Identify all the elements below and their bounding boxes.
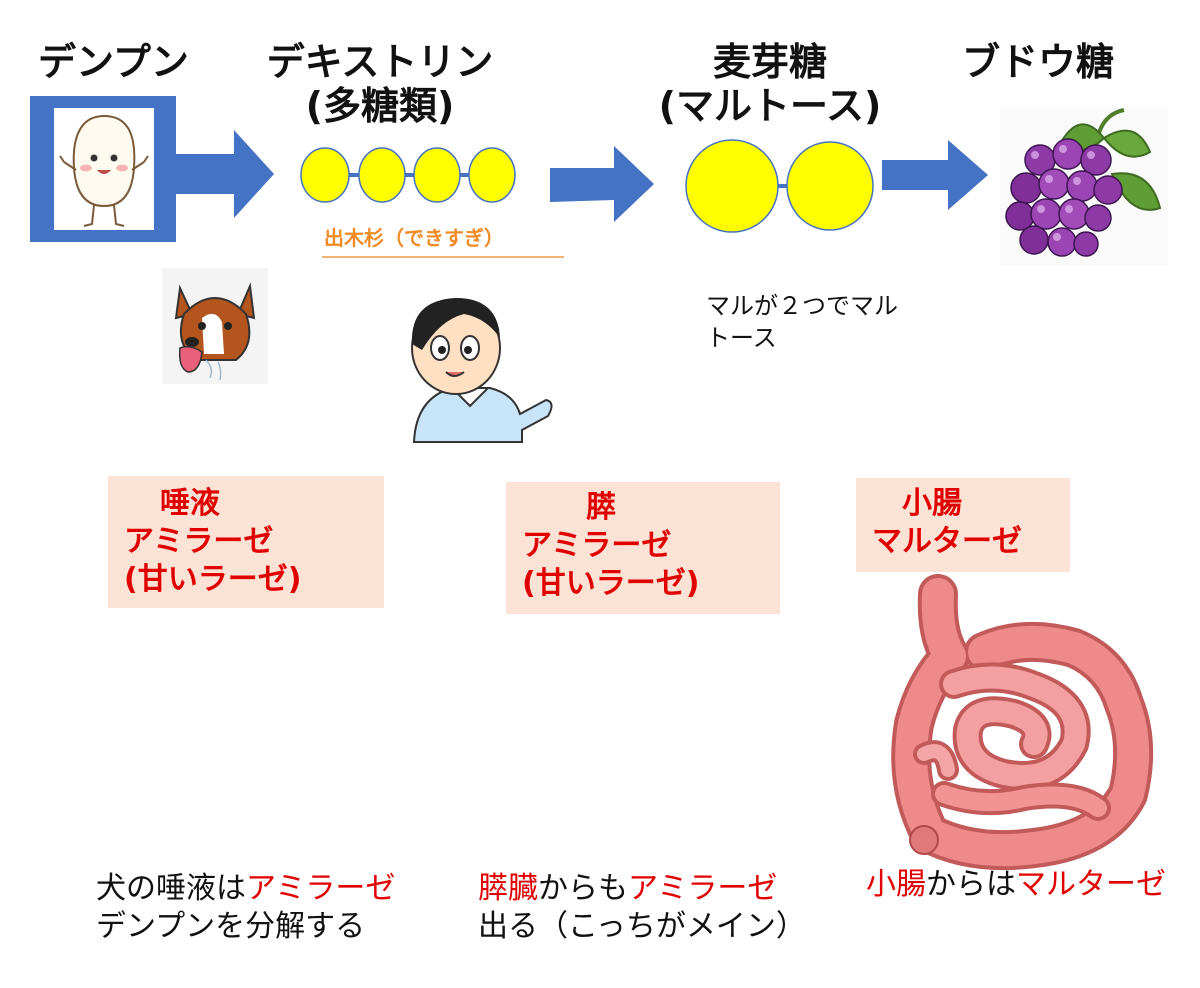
rice-grain-character-icon [59, 114, 149, 227]
caption-dog-line1: 犬の唾液はアミラーゼ [96, 870, 395, 908]
caption-dog-line2: デンプンを分解する [96, 909, 366, 944]
caption-intestine-text: からは [926, 867, 1016, 902]
dog-icon [174, 282, 256, 381]
maltose-note-line1: マルが２つでマル [706, 292, 898, 320]
enzyme-box-pancreatic-amylase: 膵 アミラーゼ (甘いラーゼ) [506, 482, 780, 614]
caption-intestine-organ: 小腸 [866, 867, 926, 902]
enzyme-salivary-line3: (甘いラーゼ) [124, 562, 302, 597]
stage-dextrin-label: デキストリン (多糖類) [250, 40, 510, 128]
stage-starch-label: デンプン [38, 40, 189, 84]
starch-rice-box [30, 96, 176, 242]
caption-pancreas-line2: 出る（こっちがメイン） [478, 909, 806, 944]
enzyme-salivary-line2: アミラーゼ [124, 524, 274, 559]
small-intestine-icon [891, 574, 1154, 871]
maltose-note: マルが２つでマル トース [706, 290, 898, 354]
caption-pancreas-text: からも [538, 871, 628, 906]
enzyme-box-maltase: 小腸 マルターゼ [856, 478, 1070, 572]
caption-pancreas: 膵臓からもアミラーゼ 出る（こっちがメイン） [478, 870, 806, 946]
arrow-maltose-to-glucose-icon [882, 140, 988, 210]
caption-dog-saliva: 犬の唾液はアミラーゼ デンプンを分解する [96, 870, 395, 946]
stage-maltose-label: 麦芽糖 (マルトース) [640, 40, 900, 128]
caption-dog-text: 犬の唾液は [96, 871, 246, 906]
maltose-two-balls-icon [685, 139, 874, 233]
caption-intestine-maltase: マルターゼ [1016, 867, 1166, 902]
dekisugi-boy-icon [411, 298, 553, 443]
caption-pancreas-amylase: アミラーゼ [628, 871, 778, 906]
stage-maltose-sub: (マルトース) [658, 84, 882, 128]
maltose-note-line2: トース [706, 324, 777, 352]
enzyme-box-salivary-amylase: 唾液 アミラーゼ (甘いラーゼ) [108, 476, 384, 608]
arrow-starch-to-dextrin-icon [176, 130, 274, 218]
stage-dextrin-name: デキストリン [266, 40, 494, 84]
caption-dog-amylase: アミラーゼ [246, 871, 396, 906]
enzyme-maltase-line2: マルターゼ [872, 524, 1022, 559]
enzyme-pancreatic-line3: (甘いラーゼ) [522, 566, 700, 601]
glucose-grapes-image [1000, 108, 1168, 266]
caption-pancreas-organ: 膵臓 [478, 871, 538, 906]
dextrin-chain-icon [300, 147, 516, 203]
arrow-dextrin-to-maltose-icon [550, 146, 654, 222]
stage-maltose-name: 麦芽糖 [712, 40, 827, 84]
enzyme-maltase-line1: 小腸 [902, 486, 962, 521]
enzyme-salivary-line1: 唾液 [160, 486, 220, 521]
enzyme-pancreatic-line2: アミラーゼ [522, 528, 672, 563]
caption-intestine: 小腸からはマルターゼ [866, 866, 1166, 904]
mnemonic-underline [322, 256, 564, 258]
caption-pancreas-line1: 膵臓からもアミラーゼ [478, 870, 806, 908]
grapes-icon [1005, 108, 1162, 257]
mnemonic-label: 出木杉（できすぎ） [324, 226, 504, 250]
stage-dextrin-sub: (多糖類) [305, 84, 455, 128]
stage-glucose-label: ブドウ糖 [962, 40, 1115, 84]
dog-image [162, 268, 268, 384]
enzyme-pancreatic-line1: 膵 [586, 490, 616, 525]
caption-intestine-line1: 小腸からはマルターゼ [866, 866, 1166, 904]
